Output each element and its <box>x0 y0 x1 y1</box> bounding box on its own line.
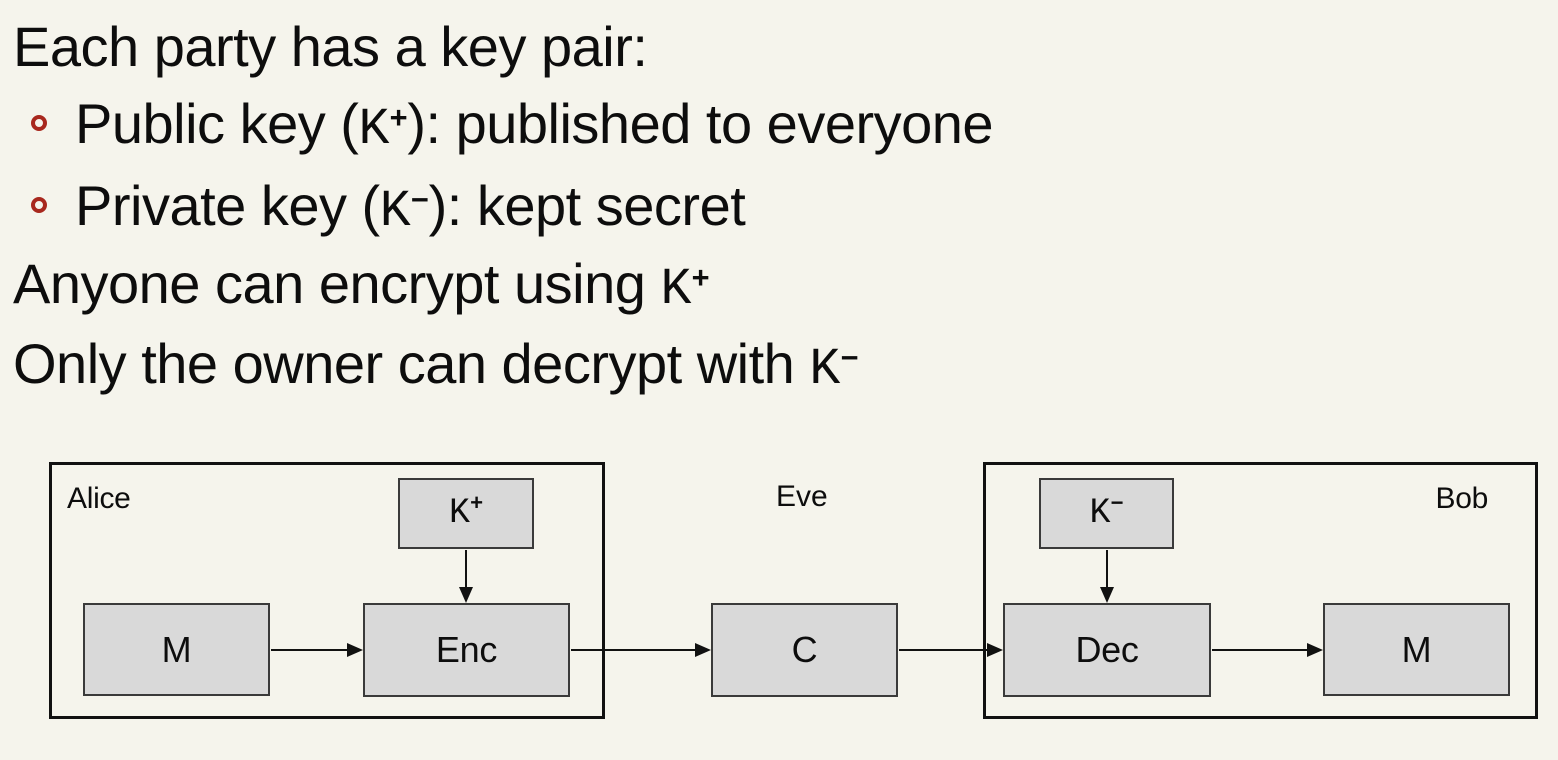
decrypt-box: Dec <box>1003 603 1211 697</box>
bullet-circle-icon <box>31 115 47 131</box>
message-box-label: M <box>161 628 192 670</box>
encrypt-box-label: Enc <box>435 629 498 670</box>
bullet-text: Public key ( <box>75 92 359 155</box>
encrypt-statement-line: Anyone can encrypt using K+ <box>13 252 710 319</box>
key-superscript: + <box>470 491 483 517</box>
key-symbol: K <box>809 341 841 399</box>
key-superscript: − <box>410 184 429 220</box>
alice-frame: Alice <box>49 462 605 719</box>
key-superscript: + <box>389 102 408 138</box>
heading-line: Each party has a key pair: <box>13 15 648 78</box>
bullet-circle-icon <box>31 197 47 213</box>
bullet-text: ): published to everyone <box>407 92 994 155</box>
encrypt-box: Enc <box>363 603 570 697</box>
statement-text: Anyone can encrypt using <box>13 252 661 315</box>
ciphertext-box: C <box>711 603 898 697</box>
bullet-line-public-key: Public key (K+): published to everyone <box>75 92 994 159</box>
key-symbol: K <box>358 101 390 159</box>
alice-label: Alice <box>67 482 131 515</box>
statement-text: Only the owner can decrypt with <box>13 332 810 395</box>
bob-label: Bob <box>1435 482 1489 515</box>
key-symbol: K <box>660 261 692 319</box>
decrypt-statement-line: Only the owner can decrypt with K− <box>13 332 859 399</box>
heading-text: Each party has a key pair: <box>13 15 648 78</box>
message-box-label: M <box>1401 628 1432 670</box>
key-symbol: K <box>379 183 411 241</box>
bob-frame: Bob <box>983 462 1538 719</box>
message-box-bob: M <box>1323 603 1510 696</box>
key-superscript: + <box>691 262 710 298</box>
message-box-alice: M <box>83 603 270 696</box>
public-key-box: K+ <box>398 478 534 549</box>
eve-label: Eve <box>776 480 828 513</box>
key-superscript: − <box>840 342 859 378</box>
private-key-box: K− <box>1039 478 1174 549</box>
arrowhead-icon <box>695 643 711 657</box>
bullet-text: ): kept secret <box>428 174 746 237</box>
decrypt-box-label: Dec <box>1075 629 1139 670</box>
key-symbol: K <box>449 494 471 533</box>
key-symbol: K <box>1089 494 1111 533</box>
bullet-text: Private key ( <box>75 174 380 237</box>
ciphertext-box-label: C <box>791 629 818 670</box>
bullet-line-private-key: Private key (K−): kept secret <box>75 174 746 241</box>
key-superscript: − <box>1110 491 1124 517</box>
